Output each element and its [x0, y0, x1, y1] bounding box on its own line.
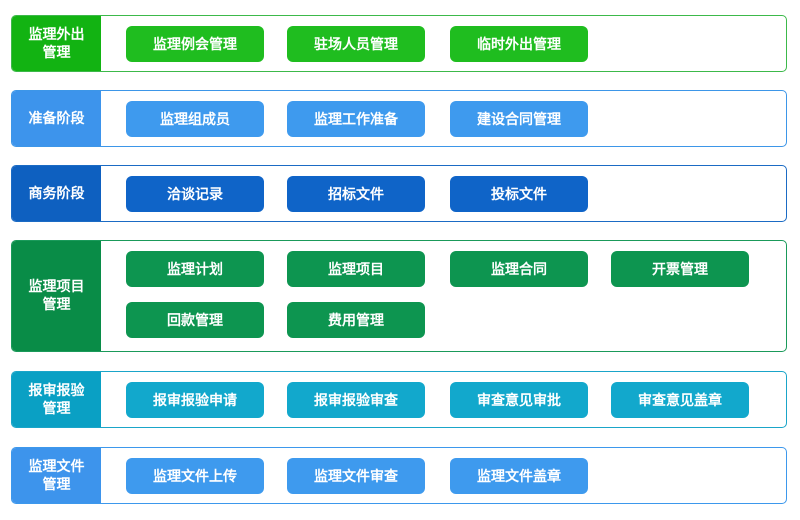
- file-seal-button[interactable]: 监理文件盖章: [450, 458, 588, 494]
- section-project-management: 监理项目管理 监理计划 监理项目 监理合同 开票管理 回款管理 费用管理: [11, 240, 787, 352]
- supervision-plan-button[interactable]: 监理计划: [126, 251, 264, 287]
- payment-collection-button[interactable]: 回款管理: [126, 302, 264, 338]
- section-title: 商务阶段: [28, 185, 85, 202]
- construction-contract-management-button[interactable]: 建设合同管理: [450, 101, 588, 137]
- supervision-contract-button[interactable]: 监理合同: [450, 251, 588, 287]
- supervision-project-button[interactable]: 监理项目: [287, 251, 425, 287]
- section-header: 监理文件管理: [12, 448, 101, 503]
- section-header: 商务阶段: [12, 166, 101, 221]
- onsite-staff-management-button[interactable]: 驻场人员管理: [287, 26, 425, 62]
- bid-documents-button[interactable]: 投标文件: [450, 176, 588, 212]
- section-outside-management: 监理外出管理 监理例会管理 驻场人员管理 临时外出管理: [11, 15, 787, 72]
- meeting-management-button[interactable]: 监理例会管理: [126, 26, 264, 62]
- section-preparation-stage: 准备阶段 监理组成员 监理工作准备 建设合同管理: [11, 90, 787, 147]
- section-title: 报审报验管理: [28, 382, 85, 417]
- section-title: 监理外出管理: [28, 26, 85, 61]
- temporary-outing-management-button[interactable]: 临时外出管理: [450, 26, 588, 62]
- section-business-stage: 商务阶段 洽谈记录 招标文件 投标文件: [11, 165, 787, 222]
- review-examination-button[interactable]: 报审报验审查: [287, 382, 425, 418]
- supervision-team-members-button[interactable]: 监理组成员: [126, 101, 264, 137]
- section-header: 监理外出管理: [12, 16, 101, 71]
- review-application-button[interactable]: 报审报验申请: [126, 382, 264, 418]
- tender-documents-button[interactable]: 招标文件: [287, 176, 425, 212]
- section-title: 准备阶段: [28, 110, 85, 127]
- section-file-management: 监理文件管理 监理文件上传 监理文件审查 监理文件盖章: [11, 447, 787, 504]
- opinion-approval-button[interactable]: 审查意见审批: [450, 382, 588, 418]
- section-review-inspection: 报审报验管理 报审报验申请 报审报验审查 审查意见审批 审查意见盖章: [11, 371, 787, 428]
- section-header: 准备阶段: [12, 91, 101, 146]
- section-title: 监理项目管理: [28, 279, 85, 313]
- supervision-work-prep-button[interactable]: 监理工作准备: [287, 101, 425, 137]
- section-header: 监理项目管理: [12, 241, 101, 351]
- file-review-button[interactable]: 监理文件审查: [287, 458, 425, 494]
- opinion-seal-button[interactable]: 审查意见盖章: [611, 382, 749, 418]
- section-header: 报审报验管理: [12, 372, 101, 427]
- file-upload-button[interactable]: 监理文件上传: [126, 458, 264, 494]
- section-title: 监理文件管理: [28, 458, 85, 493]
- invoice-management-button[interactable]: 开票管理: [611, 251, 749, 287]
- negotiation-records-button[interactable]: 洽谈记录: [126, 176, 264, 212]
- expense-management-button[interactable]: 费用管理: [287, 302, 425, 338]
